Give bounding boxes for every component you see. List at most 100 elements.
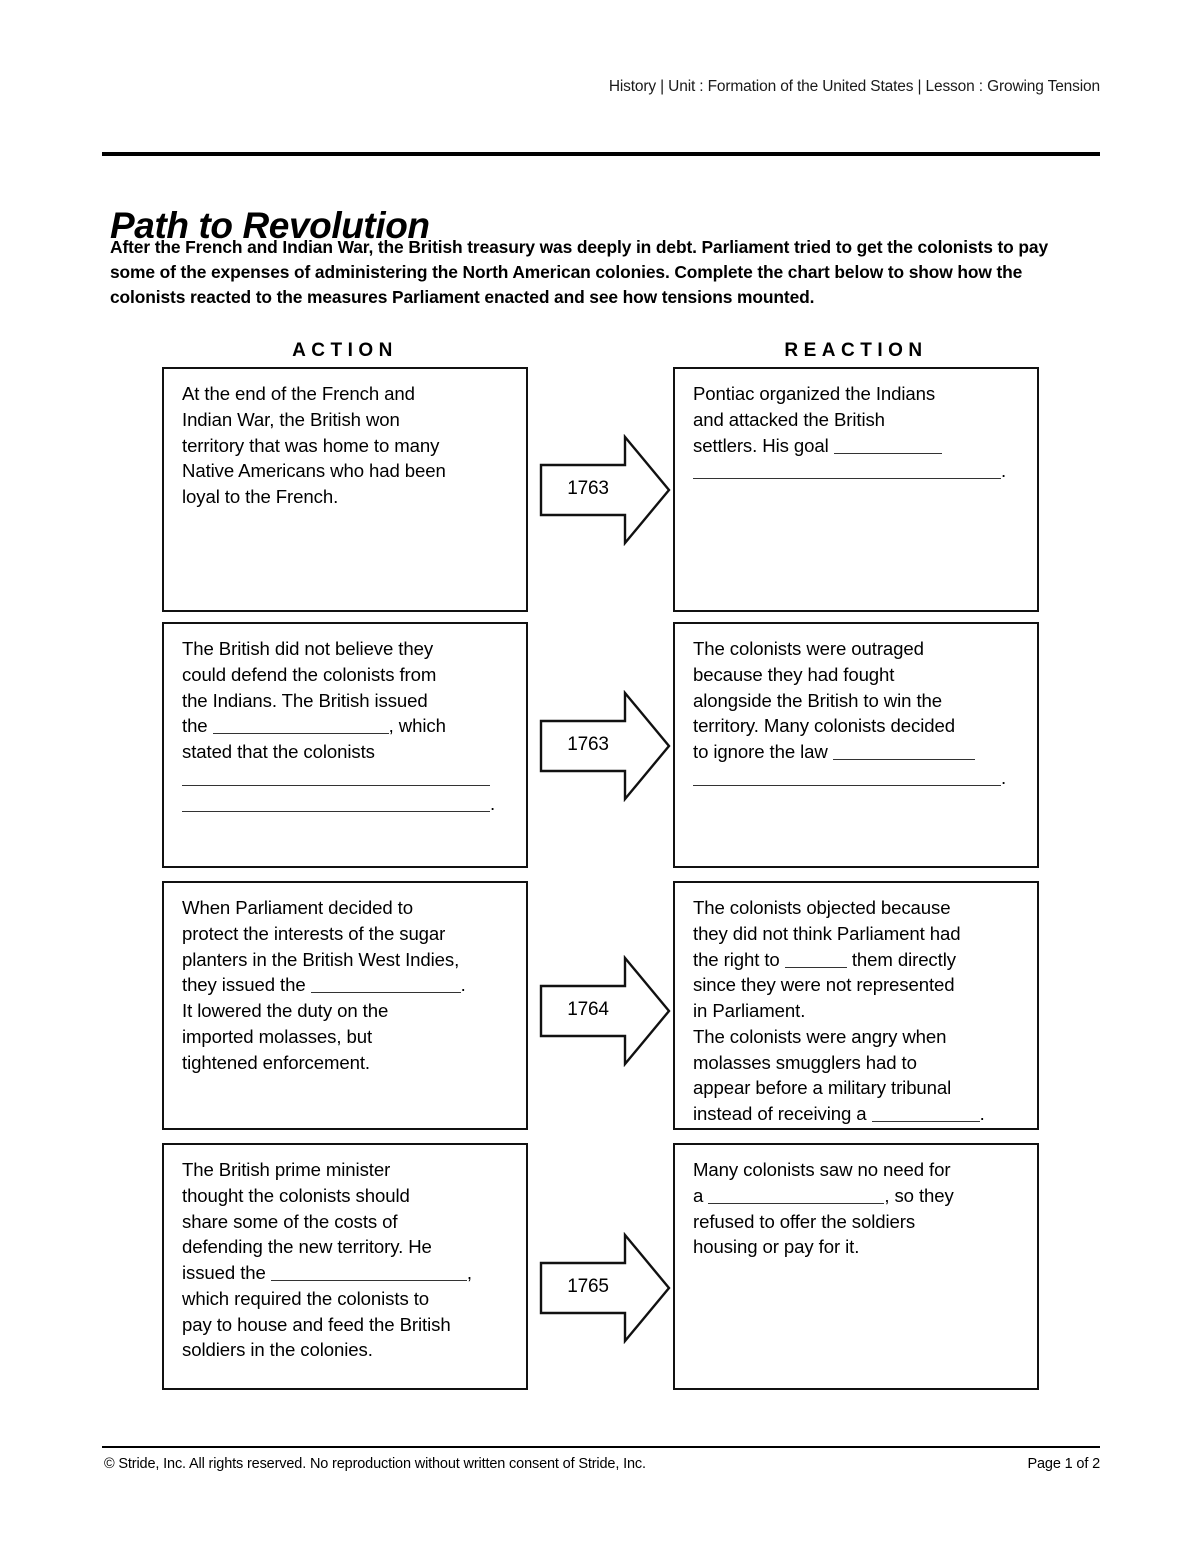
action-1-line-1: At the end of the French and [182,383,415,404]
action-2-line-4-pre: the [182,715,208,737]
reaction-3-line-8: appear before a military tribunal [693,1077,952,1099]
answer-blank[interactable] [182,765,490,786]
action-cell-2: The British did not believe they could d… [162,622,528,868]
action-1-line-4: Native Americans who had been [182,460,446,482]
action-4-line-5-post: , [466,1262,472,1283]
reaction-1-line-4: . [693,458,1021,484]
action-3-line-4-post: . [460,974,466,996]
action-1-line-2: Indian War, the British won [182,408,400,430]
action-4-line-2: thought the colonists should [182,1184,410,1206]
action-4-line-6: which required the colonists to [182,1287,430,1309]
arrow-1765: 1765 [539,1232,671,1344]
column-header-reaction: REACTION [784,340,928,361]
footer-divider [102,1446,1100,1448]
reaction-1-line-3-text: settlers. His goal [693,434,829,456]
action-3-line-2: protect the interests of the sugar [182,922,446,944]
reaction-2-line-2: because they had fought [693,663,895,685]
action-cell-4: The British prime minister thought the c… [162,1143,528,1390]
reaction-2-line-1: The colonists were outraged [693,638,924,659]
answer-blank[interactable] [871,1101,980,1122]
reaction-3-line-6: The colonists were angry when [693,1025,947,1047]
arrow-1763-b-year: 1763 [567,734,609,755]
action-2-line-3: the Indians. The British issued [182,689,428,711]
reaction-3-line-9-post: . [979,1103,985,1124]
answer-blank[interactable] [708,1183,885,1204]
arrow-1763: 1763 [539,434,671,546]
action-4-line-1: The British prime minister [182,1159,391,1180]
reaction-4-line-1: Many colonists saw no need for [693,1159,951,1180]
column-header-action: ACTION [292,340,398,361]
reaction-1-line-4-text: . [1001,460,1007,482]
action-3-line-7: tightened enforcement. [182,1051,370,1073]
action-2-line-4-post: , which [388,715,446,737]
answer-blank[interactable] [693,765,1001,786]
reaction-cell-4: Many colonists saw no need for a , so th… [673,1143,1039,1390]
action-4-line-5: issued the , [182,1260,510,1286]
footer-page-number: Page 1 of 2 [1027,1456,1100,1472]
reaction-2-line-4: territory. Many colonists decided [693,715,955,737]
reaction-cell-1: Pontiac organized the Indians and attack… [673,367,1039,612]
header-divider [102,152,1100,156]
reaction-2-line-5: to ignore the law [693,739,1021,765]
reaction-3-line-7: molasses smugglers had to [693,1051,917,1073]
arrow-1765-year: 1765 [567,1276,609,1297]
action-4-line-8: soldiers in the colonies. [182,1339,373,1361]
reaction-1-line-2: and attacked the British [693,408,885,430]
action-2-line-7-post: . [490,792,496,814]
reaction-3-line-4: since they were not represented [693,974,955,996]
action-2-line-1: The British did not believe they [182,638,434,659]
action-3-line-4: they issued the . [182,972,510,998]
reaction-1-line-3: settlers. His goal [693,433,1021,459]
action-2-line-5: stated that the colonists [182,741,375,762]
answer-blank[interactable] [784,947,847,968]
reaction-cell-3: The colonists objected because they did … [673,881,1039,1130]
reaction-4-line-3: refused to offer the soldiers [693,1210,916,1232]
answer-blank[interactable] [270,1260,467,1281]
reaction-3-line-9-pre: instead of receiving a [693,1103,867,1124]
action-4-line-5-pre: issued the [182,1262,266,1283]
answer-blank[interactable] [693,459,1001,480]
action-3-line-1: When Parliament decided to [182,897,413,918]
action-3-line-3: planters in the British West Indies, [182,948,460,970]
reaction-3-line-1: The colonists objected because [693,897,951,918]
answer-blank[interactable] [212,714,389,735]
breadcrumb: History | Unit : Formation of the United… [608,78,1100,95]
arrow-1764: 1764 [539,955,671,1067]
arrow-1764-year: 1764 [567,999,609,1020]
action-2-line-2: could defend the colonists from [182,663,437,685]
reaction-4-line-2-pre: a [693,1184,704,1206]
action-2-line-7: . [182,791,510,817]
answer-blank[interactable] [310,973,461,994]
reaction-3-line-3: the right to them directly [693,947,1021,973]
reaction-4-line-2: a , so they [693,1183,1021,1209]
arrow-1763-year: 1763 [567,478,609,499]
answer-blank[interactable] [832,739,975,760]
reaction-3-line-3-pre: the right to [693,948,780,970]
footer-copyright: © Stride, Inc. All rights reserved. No r… [104,1456,646,1472]
reaction-4-line-2-post: , so they [884,1184,954,1206]
page-title: Path to Revolution [110,204,430,246]
action-3-line-5: It lowered the duty on the [182,1000,389,1021]
action-3-line-6: imported molasses, but [182,1025,373,1047]
reaction-3-line-5: in Parliament. [693,1000,806,1021]
action-1-line-3: territory that was home to many [182,434,440,456]
answer-blank[interactable] [182,791,490,812]
action-3-line-4-pre: they issued the [182,974,306,996]
reaction-4-line-4: housing or pay for it. [693,1236,860,1258]
action-cell-3: When Parliament decided to protect the i… [162,881,528,1130]
reaction-2-line-3: alongside the British to win the [693,689,942,711]
action-4-line-4: defending the new territory. He [182,1236,432,1258]
action-cell-1: At the end of the French and Indian War,… [162,367,528,612]
intro-paragraph: After the French and Indian War, the Bri… [110,237,1048,308]
reaction-2-line-6-post: . [1001,766,1007,788]
action-4-line-7: pay to house and feed the British [182,1313,451,1335]
reaction-1-line-1: Pontiac organized the Indians [693,383,936,404]
answer-blank[interactable] [833,433,942,454]
action-1-line-5: loyal to the French. [182,486,339,507]
reaction-2-line-6: . [693,765,1021,791]
reaction-3-line-2: they did not think Parliament had [693,922,961,944]
reaction-2-line-5-pre: to ignore the law [693,741,828,762]
action-4-line-3: share some of the costs of [182,1210,398,1232]
